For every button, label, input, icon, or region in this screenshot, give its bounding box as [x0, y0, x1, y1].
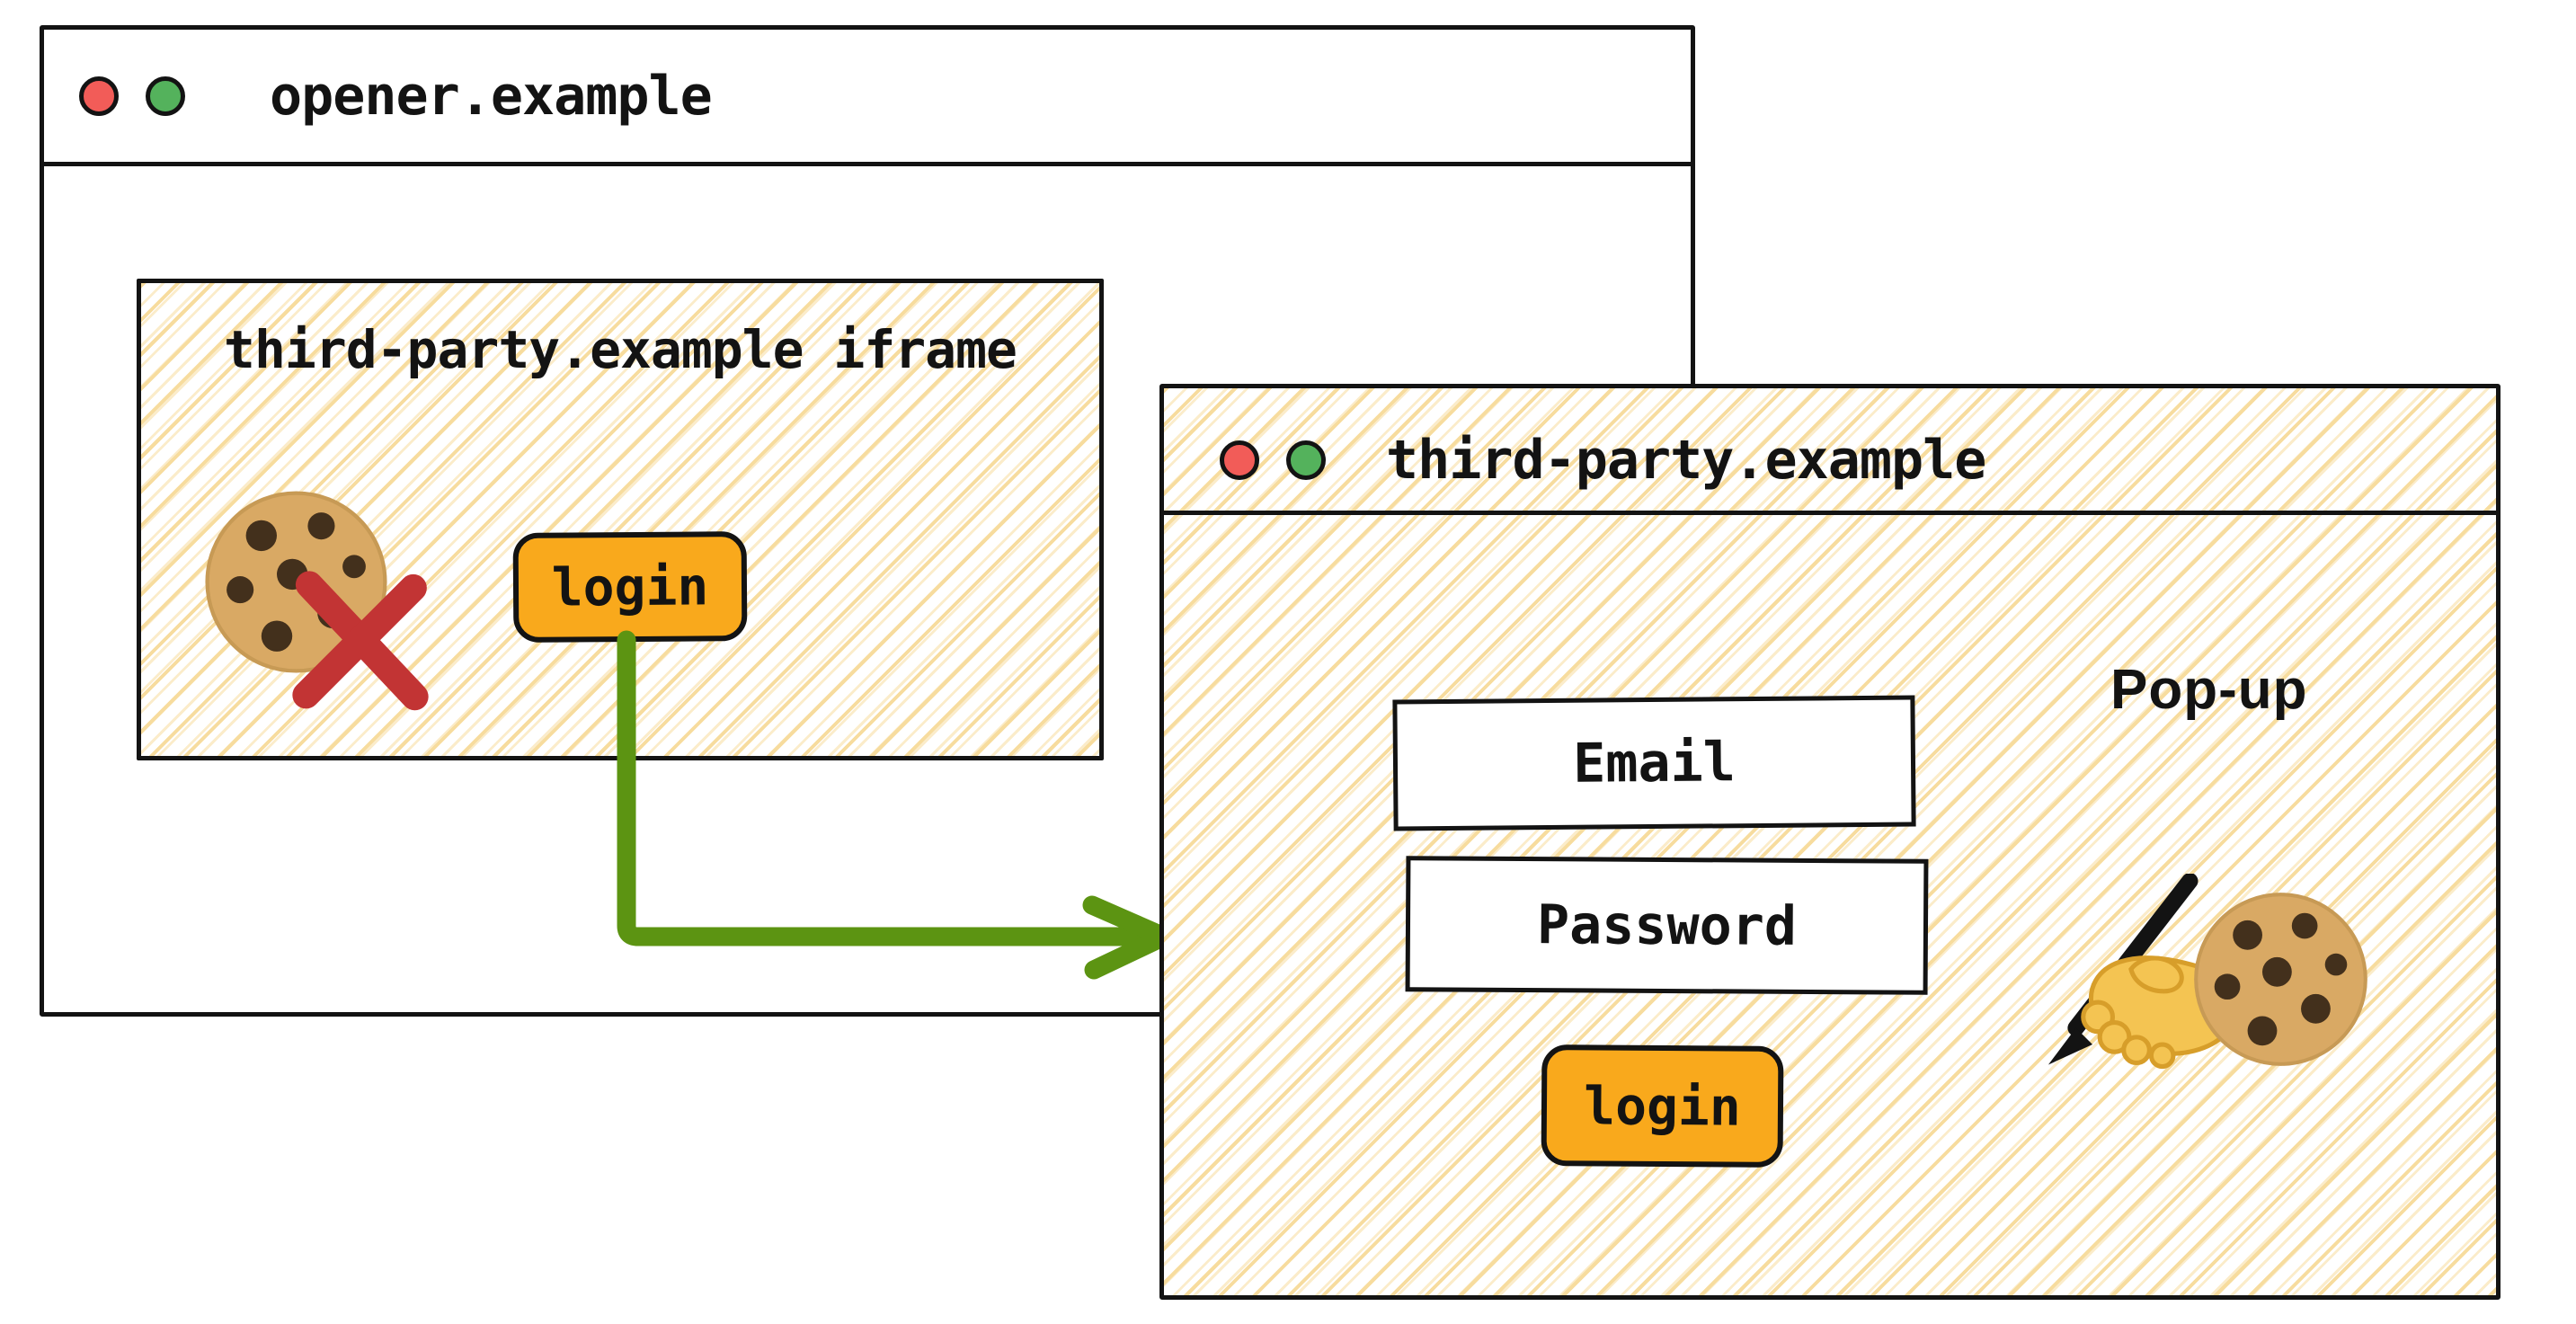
- minimize-button-icon[interactable]: [146, 76, 185, 116]
- close-button-icon[interactable]: [1220, 440, 1259, 480]
- popup-flow-arrow-icon: [584, 620, 1213, 980]
- email-field[interactable]: Email: [1392, 695, 1915, 831]
- opener-window-title: opener.example: [270, 65, 712, 128]
- opener-titlebar: opener.example: [44, 30, 1691, 166]
- popup-login-button[interactable]: login: [1541, 1044, 1784, 1168]
- red-x-icon: [280, 559, 440, 719]
- popup-annotation: Pop-up: [2110, 658, 2308, 722]
- password-field[interactable]: Password: [1406, 856, 1929, 995]
- popup-window-title: third-party.example: [1386, 429, 1985, 492]
- popup-titlebar: third-party.example: [1164, 388, 2496, 515]
- iframe-label: third-party.example iframe: [141, 319, 1099, 380]
- close-button-icon[interactable]: [79, 76, 119, 116]
- cookie-icon: [2189, 887, 2373, 1071]
- popup-window: third-party.example Pop-up Email Passwor…: [1159, 384, 2500, 1300]
- minimize-button-icon[interactable]: [1286, 440, 1326, 480]
